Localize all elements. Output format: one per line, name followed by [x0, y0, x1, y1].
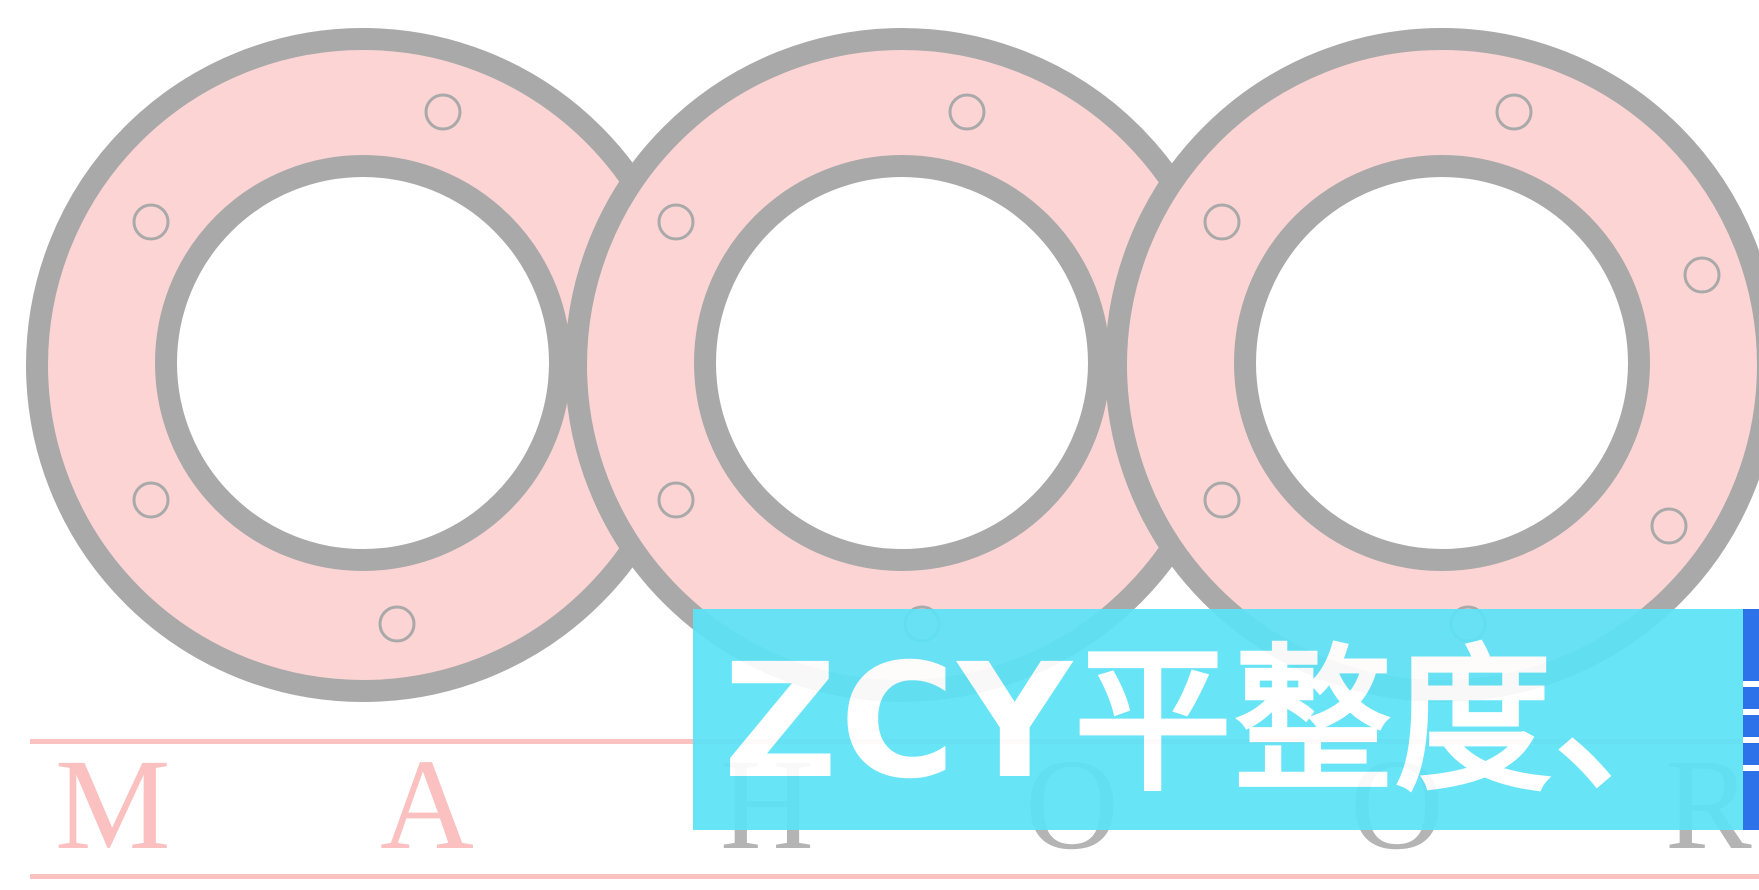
banner-edge-accent: [1743, 609, 1759, 830]
banner-title: ZCY平整度、: [723, 630, 1714, 814]
flange-ring-1: [26, 28, 700, 702]
wordmark-letter-2: A: [380, 733, 474, 877]
wordmark-letter-1: M: [55, 733, 171, 877]
product-banner: ZCY平整度、: [693, 609, 1759, 830]
wordmark-bottom-rule: [30, 874, 1759, 879]
flange-ring-3: [1105, 28, 1759, 702]
